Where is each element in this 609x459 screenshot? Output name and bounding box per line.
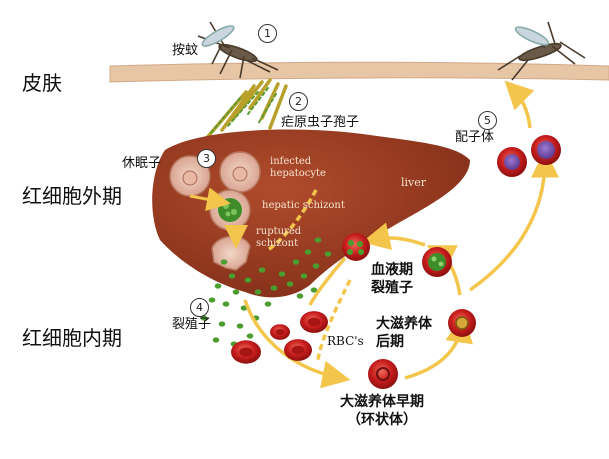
blood-schizont-cell (342, 233, 370, 261)
red-blood-cell-center (307, 317, 321, 327)
sporozoite-label: 疟原虫子孢子 (281, 115, 360, 130)
merozoite (300, 273, 308, 279)
red-blood-cell-center (275, 329, 285, 335)
merozoite (296, 293, 304, 299)
blood-schizont-label: 血液期 裂殖子 (371, 262, 413, 296)
merozoite (304, 249, 312, 255)
stage-erythrocytic-label: 红细胞内期 (22, 326, 122, 350)
late-trophozoite-cell (448, 309, 476, 337)
step-5-badge: 5 (478, 111, 497, 130)
mosquito-label: 按蚊 (172, 43, 199, 58)
merozoite (310, 287, 318, 293)
ruptured-schizont-label: ruptured schizont (256, 226, 302, 249)
merozoite (244, 277, 252, 283)
merozoite (278, 271, 286, 277)
merozoite (200, 315, 208, 321)
step-2-badge: 2 (289, 92, 308, 111)
sporozoites (203, 78, 288, 142)
red-blood-cells (231, 311, 328, 364)
merozoite (254, 289, 262, 295)
ring-stage-cell (368, 359, 398, 389)
step-4-badge: 4 (190, 298, 209, 317)
merozoite (232, 289, 240, 295)
mosquito-left-icon (197, 21, 279, 79)
merozoite (264, 301, 272, 307)
merozoite-label: 裂殖子 (172, 317, 212, 332)
liver-label: liver (401, 176, 427, 189)
mosquito-right-icon (497, 21, 586, 81)
early-trophozoite-label: 大滋养体早期 （环状体） (340, 394, 424, 428)
merozoite (212, 337, 220, 343)
mature-schizont-cell (422, 247, 452, 277)
merozoite (312, 263, 320, 269)
merozoite (218, 321, 226, 327)
gametocyte-label: 配子体 (455, 130, 495, 145)
step-3-badge: 3 (197, 149, 216, 168)
infected-hepatocyte-label: infected hepatocyte (270, 156, 326, 179)
merozoite (214, 283, 222, 289)
step-1-badge: 1 (258, 24, 277, 43)
hepatic-schizont-cell (209, 189, 251, 231)
infected-hepatocyte-cell (219, 151, 261, 193)
skin-layer (109, 61, 609, 83)
hepatic-schizont-label: hepatic schizont (262, 200, 345, 211)
late-trophozoite-label: 大滋养体 后期 (376, 316, 432, 350)
merozoite (222, 301, 230, 307)
merozoite (314, 237, 322, 243)
merozoite (236, 323, 244, 329)
merozoite (208, 297, 216, 303)
merozoite (286, 281, 294, 287)
merozoite (246, 333, 254, 339)
red-blood-cell-center (239, 347, 253, 357)
merozoite (228, 273, 236, 279)
gametocytes (497, 135, 561, 177)
red-blood-cell-center (291, 345, 305, 355)
stage-exo-erythrocytic-label: 红细胞外期 (22, 184, 122, 208)
cycle-arrows (243, 80, 559, 389)
merozoite-cluster (192, 237, 332, 347)
merozoite (270, 285, 278, 291)
merozoite (292, 259, 300, 265)
merozoite (258, 267, 266, 273)
stage-skin-label: 皮肤 (22, 71, 62, 95)
hypnozoite-label: 休眠子 (122, 156, 162, 171)
merozoite (220, 259, 228, 265)
merozoite (324, 251, 332, 257)
rbcs-label: RBC's (327, 334, 364, 348)
